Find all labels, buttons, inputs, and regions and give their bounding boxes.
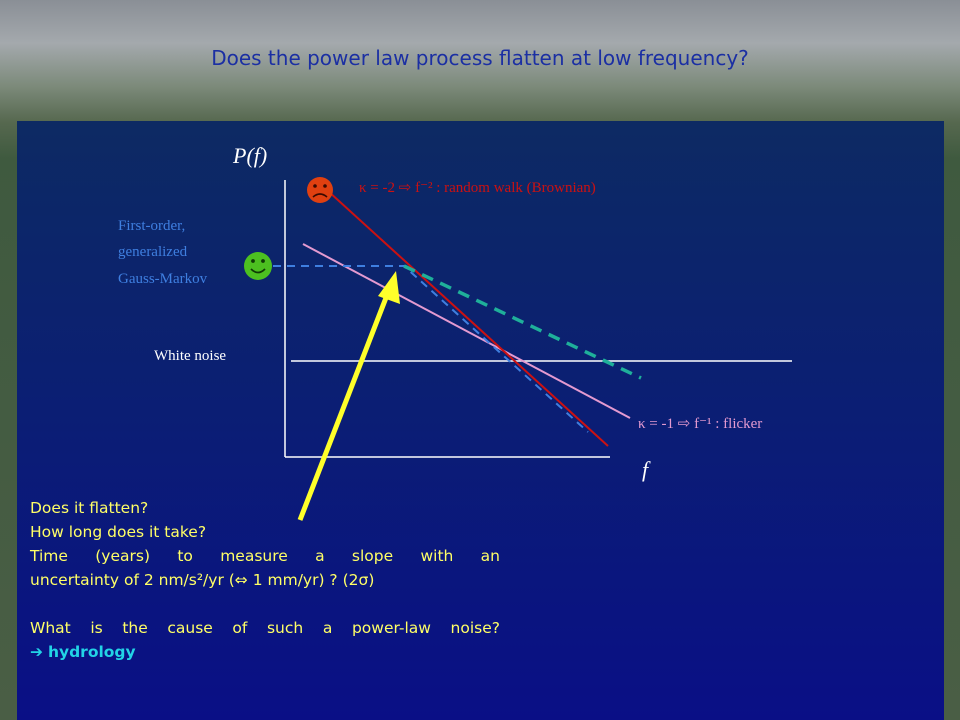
slide-title: Does the power law process flatten at lo… xyxy=(211,46,749,70)
question-time-line1: Time (years) to measure a slope with an xyxy=(30,547,500,565)
random-walk-label: κ = -2 ⇨ f⁻² : random walk (Brownian) xyxy=(359,180,596,196)
smiling-face-icon xyxy=(244,252,272,280)
spacer xyxy=(30,592,500,616)
gauss-markov-label-line2: generalized xyxy=(118,244,188,260)
flicker-line xyxy=(302,243,631,419)
gauss-markov-label-line3: Gauss-Markov xyxy=(118,271,208,287)
random-walk-line xyxy=(327,190,609,447)
question-time-line2: uncertainty of 2 nm/s²/yr (⇔ 1 mm/yr) ? … xyxy=(30,571,375,589)
y-axis-label: P(f) xyxy=(232,143,267,168)
gauss-markov-dashed-line xyxy=(273,265,589,433)
content-panel xyxy=(17,121,944,720)
yellow-arrow xyxy=(297,271,400,521)
frowning-face-icon xyxy=(307,177,333,203)
answer-line: ➔ hydrology xyxy=(30,640,500,664)
question-text-block: Does it flatten? How long does it take? … xyxy=(30,496,500,664)
question-how-long: How long does it take? xyxy=(30,523,207,541)
question-flatten: Does it flatten? xyxy=(30,499,149,517)
gauss-markov-label-line1: First-order, xyxy=(118,218,185,234)
flicker-label: κ = -1 ⇨ f⁻¹ : flicker xyxy=(638,416,762,432)
right-arrow-icon: ➔ xyxy=(30,643,43,661)
question-cause: What is the cause of such a power-law no… xyxy=(30,619,500,637)
x-axis-label: f xyxy=(642,457,651,482)
green-dashed-line xyxy=(403,264,642,380)
white-noise-label: White noise xyxy=(154,348,226,364)
answer-hydrology: hydrology xyxy=(47,643,136,661)
